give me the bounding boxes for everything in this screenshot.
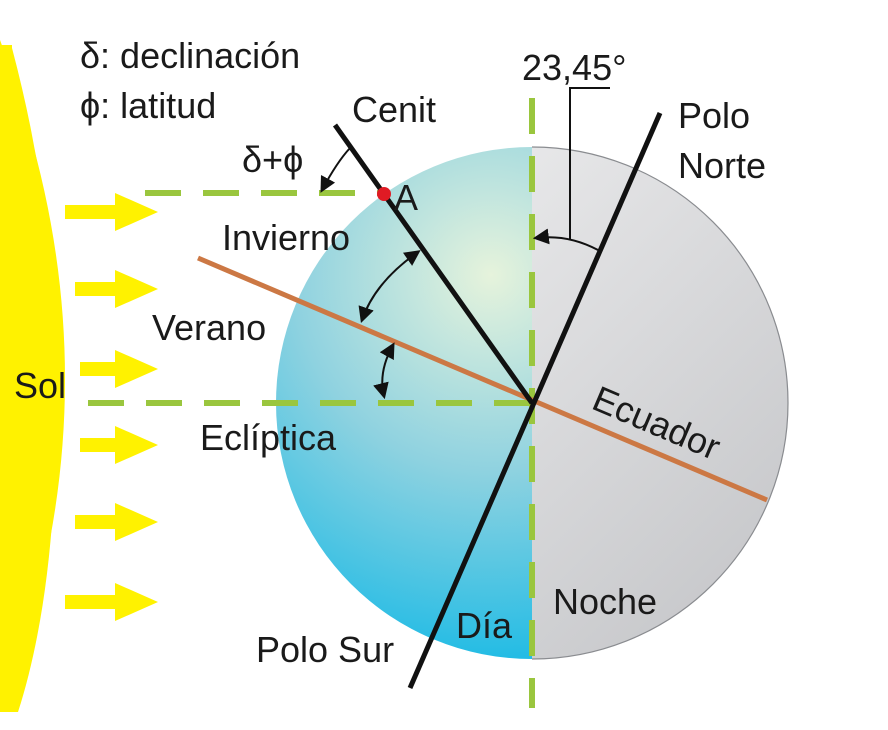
- label-ecliptic: Eclíptica: [200, 417, 337, 458]
- label-winter: Invierno: [222, 217, 350, 258]
- zenith-line: [332, 123, 535, 405]
- equator-line: [197, 255, 768, 503]
- label-north-pole-2: Norte: [678, 145, 766, 186]
- label-tilt-angle: 23,45°: [522, 47, 626, 88]
- label-north-pole-1: Polo: [678, 95, 750, 136]
- label-angle-sum: δ+ϕ: [242, 139, 303, 180]
- legend-latitude: ϕ: latitud: [80, 85, 216, 126]
- angle-arcs: [320, 87, 610, 400]
- label-point-a: A: [394, 177, 418, 218]
- label-day: Día: [456, 605, 513, 646]
- label-summer: Verano: [152, 307, 266, 348]
- earth-axis: [407, 112, 663, 689]
- label-sun: Sol: [14, 365, 66, 406]
- earth-night-side: [532, 147, 788, 659]
- label-zenith: Cenit: [352, 89, 436, 130]
- point-a-marker: [377, 187, 391, 201]
- legend-declination: δ: declinación: [80, 35, 300, 76]
- sun-rays: [65, 193, 158, 621]
- label-night: Noche: [553, 581, 657, 622]
- label-south-pole: Polo Sur: [256, 629, 394, 670]
